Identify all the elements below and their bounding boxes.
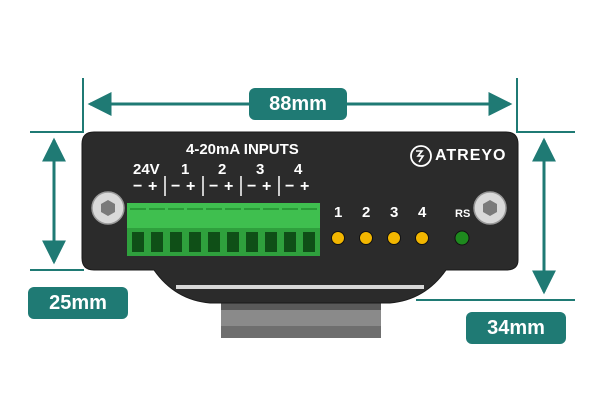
terminal-slot	[208, 232, 220, 252]
led-indicator-2	[359, 231, 373, 245]
sign-24v-plus: +	[148, 178, 158, 195]
terminal-ridge	[263, 208, 279, 210]
depth-dimension-label: 34mm	[466, 312, 566, 344]
left-screw	[91, 191, 125, 225]
terminal-slot	[284, 232, 296, 252]
inputs-title: 4-20mA INPUTS	[186, 141, 299, 158]
terminal-label-1: 1	[181, 161, 190, 178]
height-dimension-label: 25mm	[28, 287, 128, 319]
led-label-4: 4	[418, 204, 427, 221]
sign-4-minus: −	[285, 178, 295, 195]
brand-logo-icon	[410, 145, 432, 167]
brand-name: ATREYO	[435, 147, 507, 164]
led-label-rs: RS	[455, 208, 471, 220]
led-row	[331, 230, 470, 246]
terminal-block	[127, 203, 320, 256]
sign-3-minus: −	[247, 178, 257, 195]
terminal-slot	[151, 232, 163, 252]
terminal-slot	[303, 232, 315, 252]
led-indicator-4	[415, 231, 429, 245]
terminal-slot	[246, 232, 258, 252]
led-label-3: 3	[390, 204, 399, 221]
led-indicator-1	[331, 231, 345, 245]
sign-2-plus: +	[224, 178, 234, 195]
led-indicator-rs	[454, 230, 470, 246]
led-label-1: 1	[334, 204, 343, 221]
terminal-ridge	[149, 208, 165, 210]
terminal-label-4: 4	[294, 161, 303, 178]
led-label-2: 2	[362, 204, 371, 221]
terminal-ridge	[225, 208, 241, 210]
terminal-ridge	[187, 208, 203, 210]
sign-1-plus: +	[186, 178, 196, 195]
sign-3-plus: +	[262, 178, 272, 195]
right-screw	[473, 191, 507, 225]
terminal-label-24v: 24V	[133, 161, 160, 178]
terminal-ridge	[282, 208, 298, 210]
terminal-separators	[164, 176, 280, 196]
terminal-ridge	[244, 208, 260, 210]
terminal-slot	[227, 232, 239, 252]
terminal-ridge	[130, 208, 146, 210]
mounting-rail-bottom	[221, 326, 381, 338]
terminal-ridge	[301, 208, 317, 210]
led-indicator-3	[387, 231, 401, 245]
sign-2-minus: −	[209, 178, 219, 195]
light-bar	[176, 285, 424, 289]
terminal-label-2: 2	[218, 161, 227, 178]
terminal-ridge	[206, 208, 222, 210]
sign-1-minus: −	[171, 178, 181, 195]
terminal-slot	[132, 232, 144, 252]
terminal-slot	[265, 232, 277, 252]
width-dimension-label: 88mm	[249, 88, 347, 120]
terminal-slot	[170, 232, 182, 252]
sign-24v-minus: −	[133, 178, 143, 195]
terminal-label-3: 3	[256, 161, 265, 178]
terminal-ridge	[168, 208, 184, 210]
terminal-slot	[189, 232, 201, 252]
sign-4-plus: +	[300, 178, 310, 195]
